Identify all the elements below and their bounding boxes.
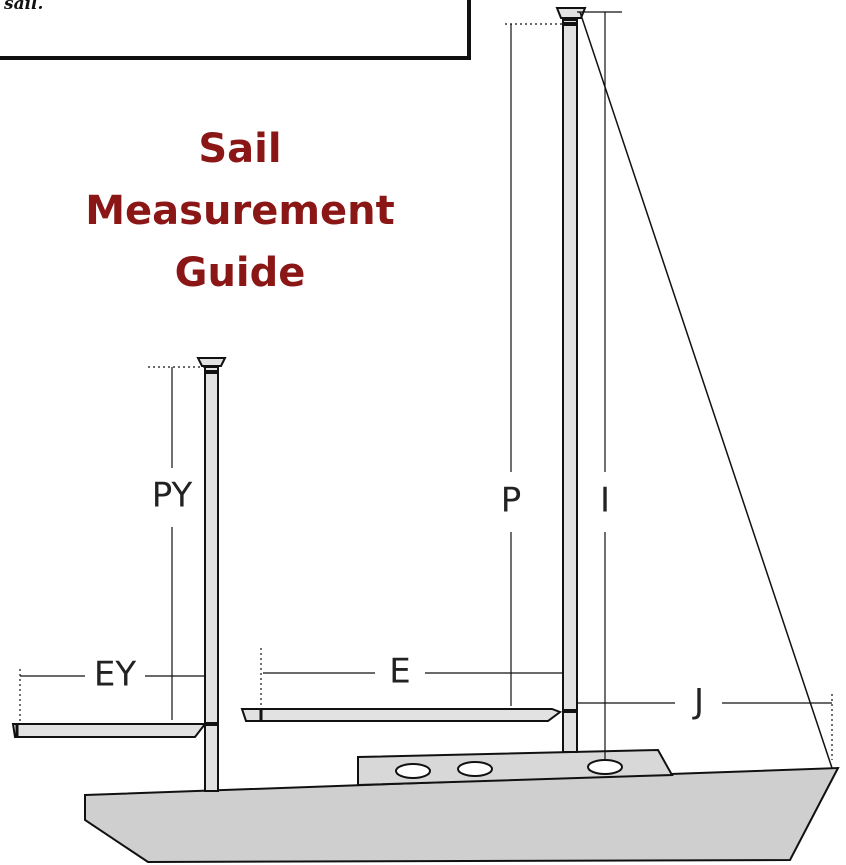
label-e: E bbox=[389, 652, 410, 692]
main-masthead bbox=[555, 7, 587, 19]
label-j: J bbox=[692, 682, 704, 722]
forestay bbox=[579, 11, 833, 769]
main-boom bbox=[240, 708, 563, 722]
hull bbox=[84, 766, 840, 864]
main-mast bbox=[562, 19, 578, 753]
label-i: I bbox=[600, 481, 610, 521]
note-text: sail. bbox=[4, 0, 44, 14]
cabin bbox=[357, 748, 674, 787]
porthole-3 bbox=[587, 759, 623, 775]
title-line-3: Guide bbox=[174, 250, 306, 296]
title-line-1: Sail bbox=[198, 126, 282, 172]
mizzen-masthead bbox=[196, 357, 227, 367]
label-ey: EY bbox=[94, 655, 136, 695]
porthole-2 bbox=[457, 761, 493, 777]
label-py: PY bbox=[152, 476, 193, 516]
mizzen-mast bbox=[204, 366, 219, 792]
mizzen-boom bbox=[11, 723, 208, 738]
label-p: P bbox=[501, 481, 522, 521]
note-box: sail. bbox=[0, 0, 471, 60]
page-title: Sail Measurement Guide bbox=[50, 118, 430, 304]
title-line-2: Measurement bbox=[85, 188, 395, 234]
porthole-1 bbox=[395, 763, 431, 779]
